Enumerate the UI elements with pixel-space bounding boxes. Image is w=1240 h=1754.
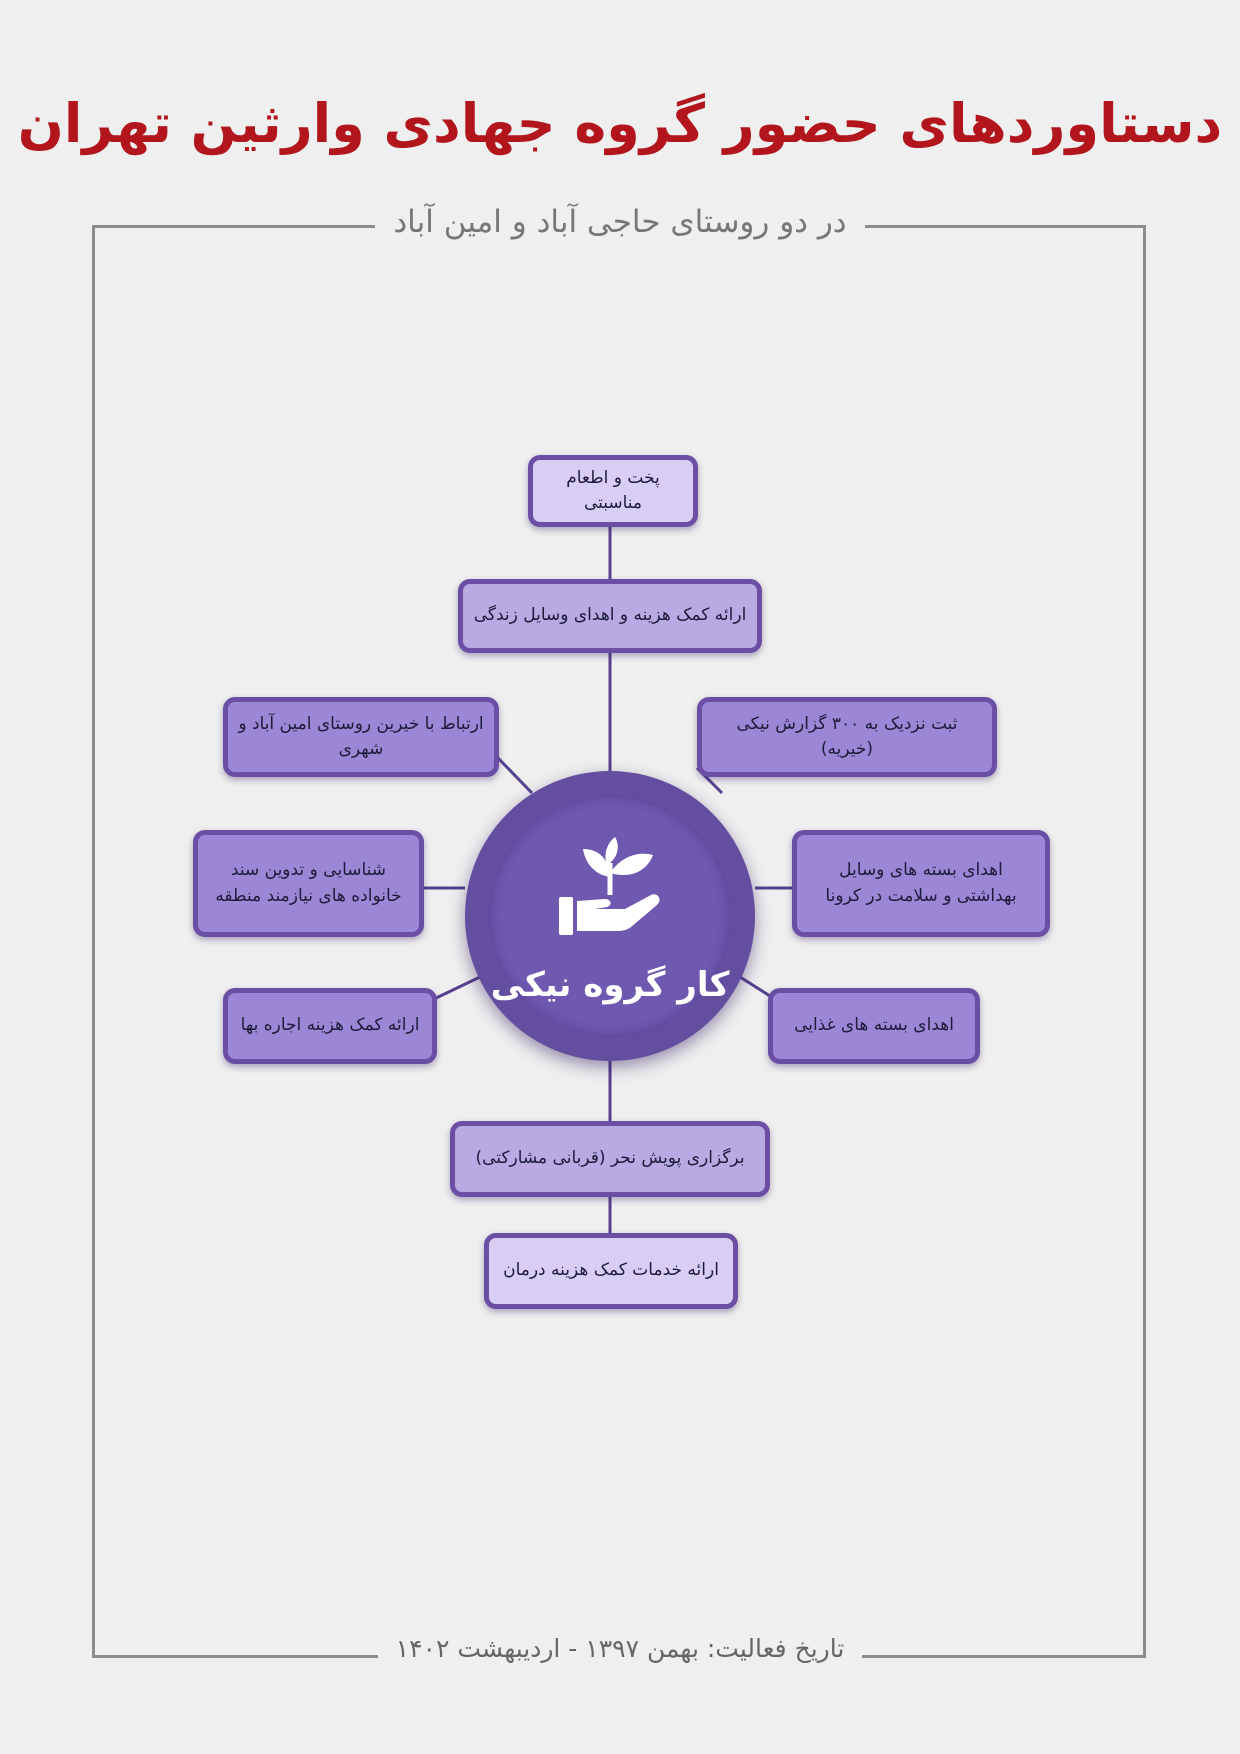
center-label: کار گروه نیکی xyxy=(490,965,730,1005)
page-title: دستاوردهای حضور گروه جهادی وارثین تهران xyxy=(17,92,1223,155)
footer-text: تاریخ فعالیت: بهمن ۱۳۹۷ - اردیبهشت ۱۴۰۲ xyxy=(377,1634,863,1663)
activity-rent-support: ارائه کمک هزینه اجاره بها xyxy=(223,988,437,1064)
connector-rent xyxy=(431,975,481,1002)
activity-benefactors: ارتباط با خیرین روستای امین آباد و شهری xyxy=(223,697,499,777)
activity-food-packages: اهدای بسته های غذایی xyxy=(768,988,980,1064)
page-subtitle: در دو روستای حاجی آباد و امین آباد xyxy=(0,204,1240,240)
connector-benefactors xyxy=(496,756,534,795)
activity-hygiene-packages: اهدای بسته های وسایل بهداشتی و سلامت در … xyxy=(792,830,1050,937)
hand-with-sprout-icon xyxy=(555,835,665,949)
activity-sacrifice-campaign: برگزاری پویش نحر (قربانی مشارکتی) xyxy=(450,1121,770,1197)
center-hub-inner: کار گروه نیکی xyxy=(489,795,731,1037)
subtitle-text: در دو روستای حاجی آباد و امین آباد xyxy=(375,204,865,240)
activity-treatment-support: ارائه خدمات کمک هزینه درمان xyxy=(484,1233,738,1309)
activity-period: تاریخ فعالیت: بهمن ۱۳۹۷ - اردیبهشت ۱۴۰۲ xyxy=(0,1634,1240,1663)
activity-identify-needy: شناسایی و تدوین سند خانواده های نیازمند … xyxy=(193,830,424,937)
center-hub: کار گروه نیکی xyxy=(465,771,755,1061)
activity-good-reports: ثبت نزدیک به ۳۰۰ گزارش نیکی (خیریه) xyxy=(697,697,997,777)
connector-food xyxy=(739,975,771,998)
activity-living-support: ارائه کمک هزینه و اهدای وسایل زندگی xyxy=(458,579,762,653)
activity-cooking: پخت و اطعام مناسبتی xyxy=(528,455,698,527)
